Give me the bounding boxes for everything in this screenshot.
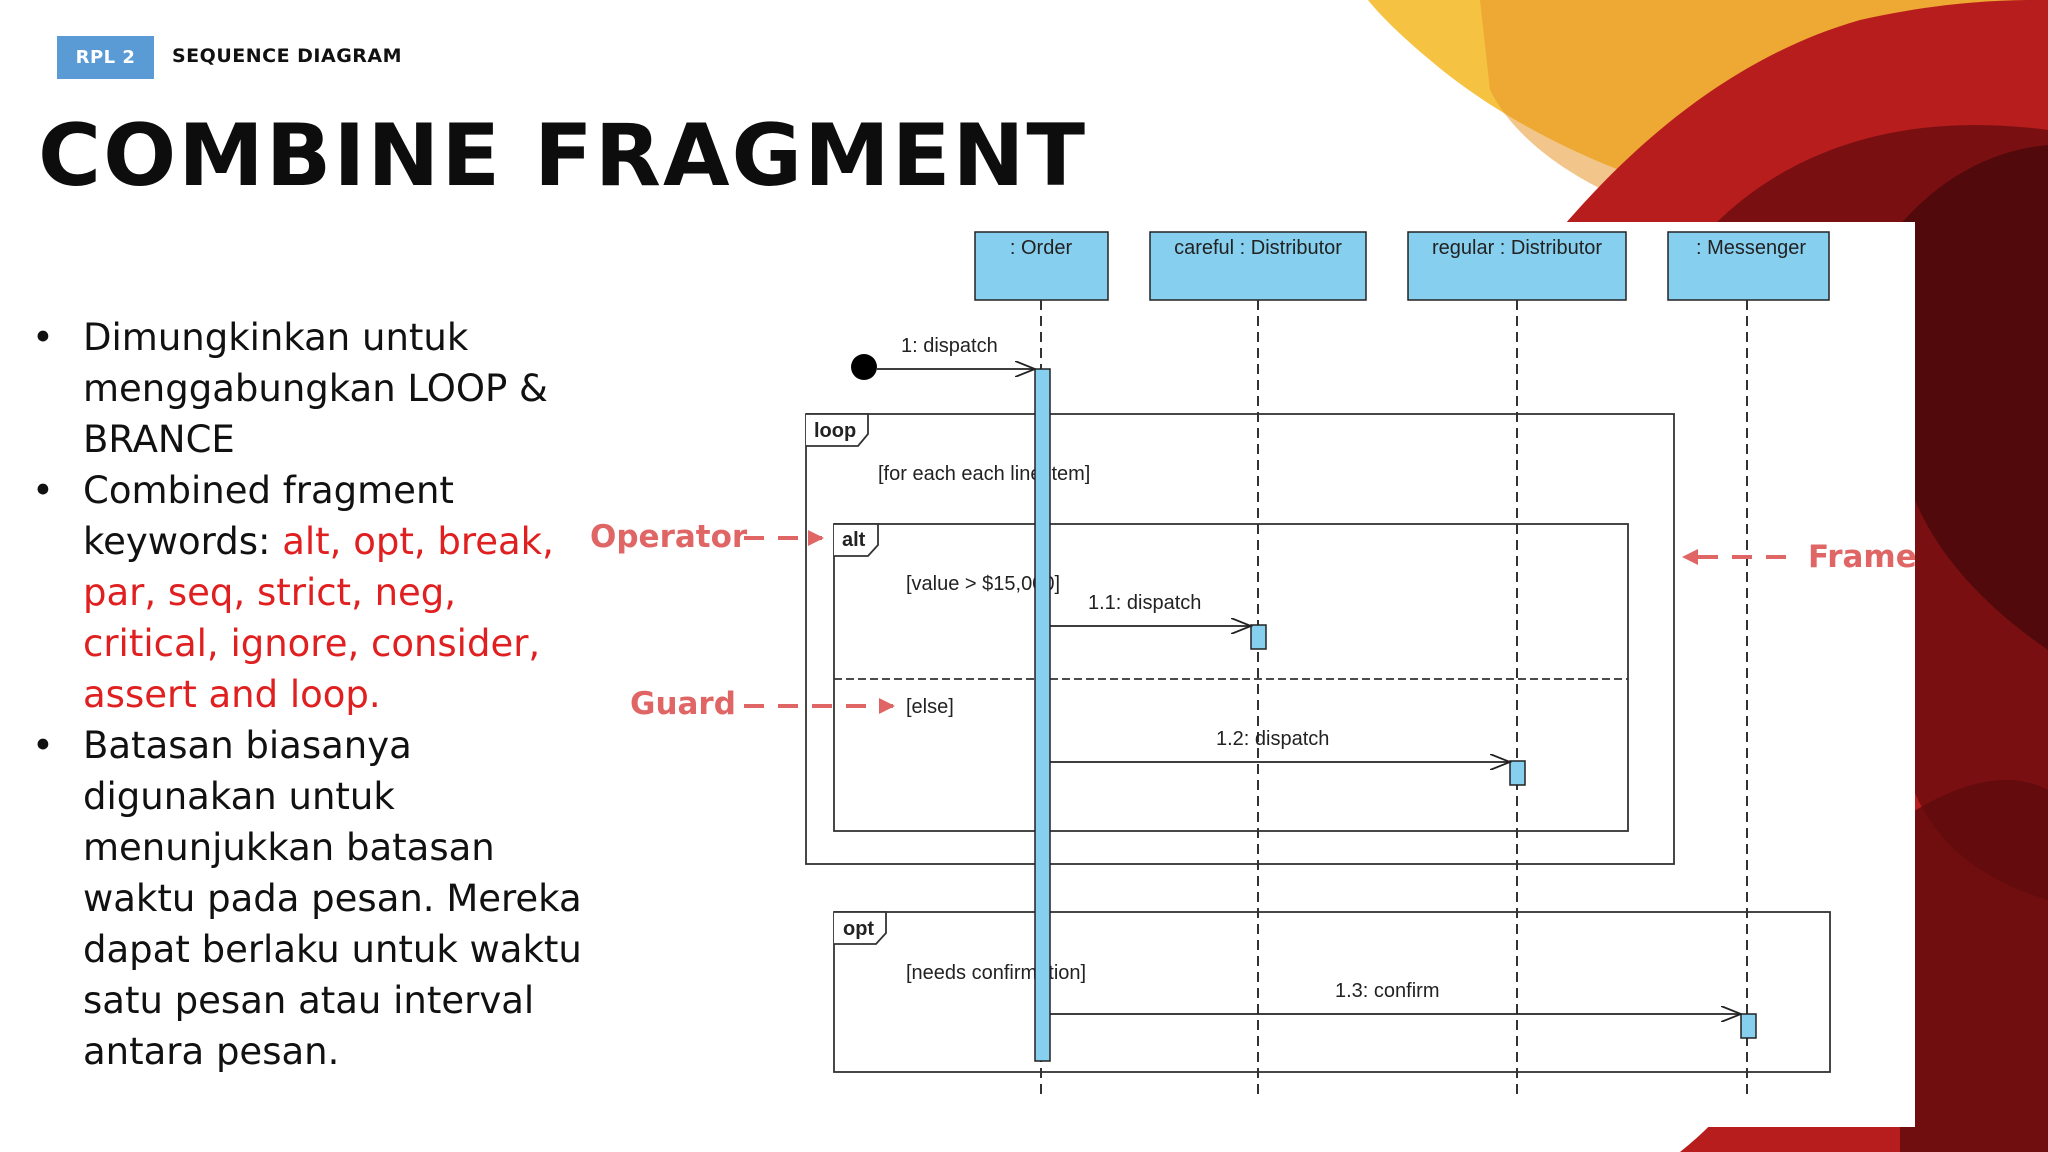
- loop-label: loop: [814, 420, 856, 442]
- message-dispatch-careful: 1.1: dispatch: [1050, 592, 1251, 626]
- svg-text:Frame: Frame: [1808, 539, 1915, 575]
- loop-guard: [for each each line item]: [878, 463, 1090, 485]
- annotation-frame: Frame: [1682, 539, 1915, 575]
- svg-text:1.1: dispatch: 1.1: dispatch: [1088, 592, 1201, 614]
- initial-node: [851, 354, 877, 380]
- opt-guard: [needs confirmation]: [906, 962, 1086, 984]
- svg-text:1: dispatch: 1: dispatch: [901, 335, 998, 357]
- svg-text:regular : Distributor: regular : Distributor: [1432, 237, 1602, 259]
- svg-text:careful : Distributor: careful : Distributor: [1174, 237, 1342, 259]
- bullet-list: Dimungkinkan untuk menggabungkan LOOP & …: [30, 312, 590, 1077]
- alt-guard-2: [else]: [906, 696, 954, 718]
- bullet-item: Combined fragment keywords: alt, opt, br…: [30, 465, 590, 720]
- message-dispatch-regular: 1.2: dispatch: [1050, 728, 1510, 762]
- activation-careful: [1250, 624, 1267, 650]
- lifeline-careful-distributor: careful : Distributor: [1149, 231, 1367, 1100]
- fragment-alt: alt [value > $15,000] [else]: [833, 523, 1629, 832]
- page-title: COMBINE FRAGMENT: [38, 106, 1088, 206]
- section-title: SEQUENCE DIAGRAM: [172, 45, 403, 67]
- message-confirm: 1.3: confirm: [1050, 980, 1741, 1014]
- sequence-diagram: : Order careful : Distributor regular : …: [580, 222, 1915, 1127]
- svg-text:Operator: Operator: [590, 519, 748, 555]
- message-dispatch: 1: dispatch: [877, 335, 1035, 369]
- lifeline-regular-distributor: regular : Distributor: [1407, 231, 1627, 1100]
- activation-order: [1034, 368, 1051, 1062]
- keyword-highlight: alt, opt, break, par, seq, strict, neg, …: [83, 520, 554, 716]
- bullet-item: Batasan biasanya digunakan untuk menunju…: [30, 720, 590, 1077]
- alt-label: alt: [842, 529, 866, 551]
- svg-text:1.3: confirm: 1.3: confirm: [1335, 980, 1439, 1002]
- annotation-guard: Guard: [630, 686, 895, 722]
- activation-regular: [1509, 760, 1526, 786]
- diagram-canvas: [580, 222, 1915, 1127]
- activation-messenger: [1740, 1013, 1757, 1039]
- deco-maroon-shape: [1880, 145, 2048, 650]
- deco-lower-red-shape: [1900, 780, 2048, 1152]
- bullet-item: Dimungkinkan untuk menggabungkan LOOP & …: [30, 312, 590, 465]
- lifeline-messenger: : Messenger: [1667, 231, 1830, 1100]
- course-badge: RPL 2: [57, 36, 154, 79]
- svg-text:: Order: : Order: [1010, 237, 1073, 259]
- svg-text:Guard: Guard: [630, 686, 736, 722]
- alt-guard-1: [value > $15,000]: [906, 573, 1060, 595]
- opt-label: opt: [843, 918, 874, 940]
- svg-text:1.2: dispatch: 1.2: dispatch: [1216, 728, 1329, 750]
- svg-text:: Messenger: : Messenger: [1696, 237, 1806, 259]
- annotation-operator: Operator: [590, 519, 824, 555]
